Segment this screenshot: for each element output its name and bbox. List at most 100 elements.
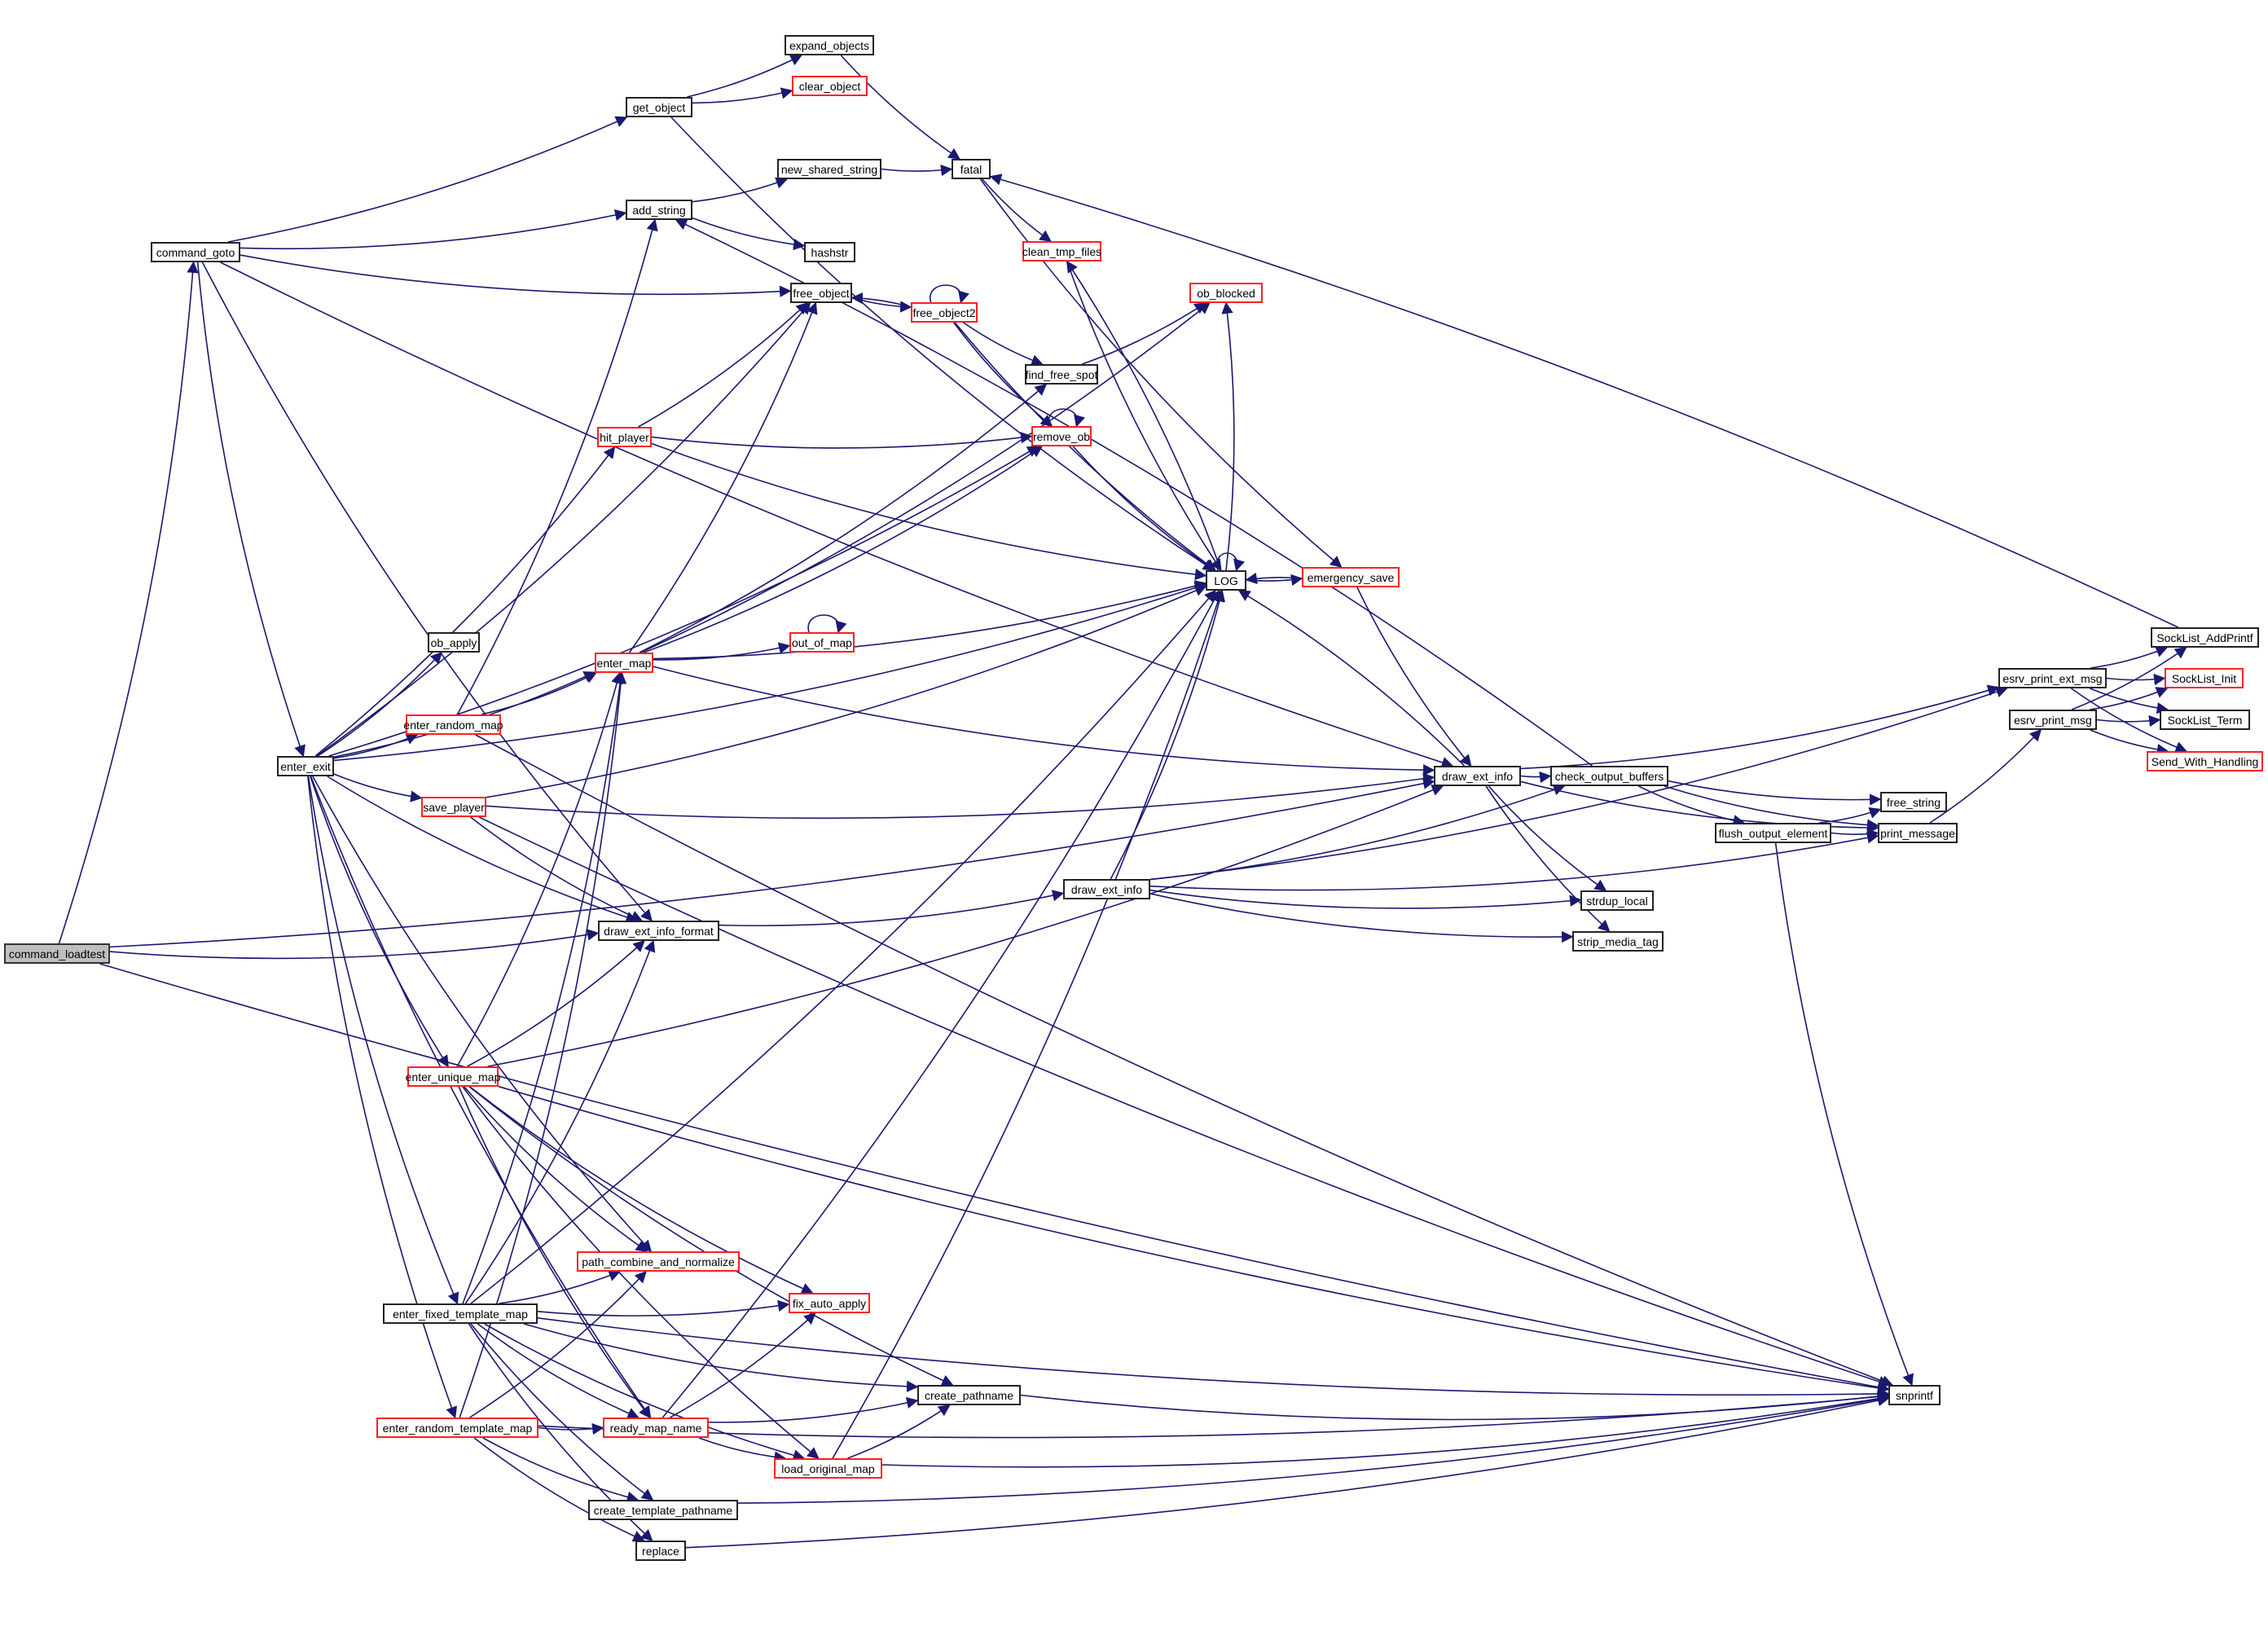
node-expand-objects[interactable]: expand_objects xyxy=(785,35,874,55)
edge-log-to-clean-tmp-files xyxy=(1066,260,1222,571)
edge-save-player-to-draw-ext-info xyxy=(486,772,1435,820)
node-print-message[interactable]: print_message xyxy=(1878,823,1958,843)
edge-ready-map-name-to-load-original-map xyxy=(698,1437,787,1463)
node-strdup-local[interactable]: strdup_local xyxy=(1580,890,1654,911)
edge-free-object-to-free-object2 xyxy=(851,297,912,313)
edge-print-message-to-esrv-print-msg xyxy=(1929,728,2042,824)
edge-enter-exit-to-enter-fixed-template-map xyxy=(307,776,459,1305)
node-enter-random-map[interactable]: enter_random_map xyxy=(403,714,503,735)
edge-enter-fixed-template-map-to-create-template-pathname xyxy=(470,1323,654,1501)
edge-check-output-buffers-to-flush-output-element xyxy=(1638,785,1746,827)
node-enter-fixed-template-map[interactable]: enter_fixed_template_map xyxy=(383,1303,538,1324)
edge-enter-exit-to-log xyxy=(333,582,1207,762)
edge-enter-unique-map-to-fix-auto-apply xyxy=(469,1086,814,1295)
edge-command-loadtest-to-command-goto xyxy=(58,261,199,944)
edge-enter-exit-to-enter-unique-map xyxy=(310,776,449,1068)
edge-find-free-spot-to-ob-blocked xyxy=(1081,302,1207,365)
edge-save-player-to-log xyxy=(486,585,1207,798)
node-ob-blocked[interactable]: ob_blocked xyxy=(1189,283,1263,303)
edge-draw-ext-info-to-check-output-buffers xyxy=(1520,771,1552,784)
node-send-with-handling[interactable]: Send_With_Handling xyxy=(2147,751,2263,771)
edge-get-object-to-log xyxy=(670,116,1215,571)
node-log[interactable]: LOG xyxy=(1206,570,1246,591)
node-replace[interactable]: replace xyxy=(635,1541,686,1561)
node-emergency-save[interactable]: emergency_save xyxy=(1302,567,1400,587)
node-ob-apply[interactable]: ob_apply xyxy=(428,632,480,653)
node-ready-map-name[interactable]: ready_map_name xyxy=(603,1418,709,1438)
edge-load-original-map-to-snprintf xyxy=(881,1392,1890,1468)
node-socklist-addprintf[interactable]: SockList_AddPrintf xyxy=(2151,627,2259,648)
edge-flush-output-element-to-print-message xyxy=(1831,828,1879,841)
node-esrv-print-ext-msg[interactable]: esrv_print_ext_msg xyxy=(1998,668,2107,688)
node-snprintf[interactable]: snprintf xyxy=(1888,1385,1941,1405)
edge-remove-ob-to-remove-ob xyxy=(1048,408,1085,428)
edge-enter-unique-map-to-ready-map-name xyxy=(458,1086,651,1419)
node-hit-player[interactable]: hit_player xyxy=(597,427,652,447)
edge-load-original-map-to-create-pathname xyxy=(847,1404,951,1459)
node-fatal[interactable]: fatal xyxy=(952,159,991,179)
edge-log-to-ob-blocked xyxy=(1221,301,1235,571)
edge-enter-exit-to-hit-player xyxy=(314,446,616,757)
edge-free-object2-to-remove-ob xyxy=(953,322,1053,427)
edge-free-object2-to-free-object xyxy=(850,292,912,308)
node-enter-unique-map[interactable]: enter_unique_map xyxy=(406,1066,500,1087)
node-out-of-map[interactable]: out_of_map xyxy=(789,632,855,653)
edge-enter-random-template-map-to-create-template-pathname xyxy=(482,1437,640,1503)
node-enter-map[interactable]: enter_map xyxy=(595,653,653,673)
node-new-shared-string[interactable]: new_shared_string xyxy=(777,159,881,179)
edge-draw-ext-info-to-esrv-print-ext-msg xyxy=(1520,684,2000,770)
node-socklist-term[interactable]: SockList_Term xyxy=(2160,710,2250,730)
node-path-combine-and-normalize[interactable]: path_combine_and_normalize xyxy=(577,1251,740,1272)
node-draw-ext-info-format[interactable]: draw_ext_info_format xyxy=(598,921,719,941)
node-get-object[interactable]: get_object xyxy=(626,97,692,117)
node-hashstr[interactable]: hashstr xyxy=(804,242,855,262)
node-esrv-print-msg[interactable]: esrv_print_msg xyxy=(2009,710,2097,730)
node-draw-ext-info[interactable]: draw_ext_info xyxy=(1434,766,1521,786)
edge-enter-random-template-map-to-replace xyxy=(473,1437,645,1542)
node-free-string[interactable]: free_string xyxy=(1880,792,1947,812)
edge-enter-exit-to-ob-apply xyxy=(317,651,443,757)
node-strip-media-tag[interactable]: strip_media_tag xyxy=(1572,931,1664,952)
node-remove-ob[interactable]: remove_ob xyxy=(1031,426,1092,446)
edge-enter-exit-to-save-player xyxy=(333,773,423,802)
node-draw-ext-info-2[interactable]: draw_ext_info xyxy=(1063,879,1150,899)
node-find-free-spot[interactable]: find_free_spot xyxy=(1025,364,1098,385)
edge-enter-fixed-template-map-to-snprintf xyxy=(537,1317,1890,1400)
node-clear-object[interactable]: clear_object xyxy=(792,76,868,96)
edge-enter-fixed-template-map-to-path-combine-and-normalize xyxy=(499,1270,621,1304)
edge-enter-unique-map-to-draw-ext-info xyxy=(487,785,1444,1067)
edge-draw-ext-info-format-to-draw-ext-info-2 xyxy=(719,890,1065,927)
node-socklist-init[interactable]: SockList_Init xyxy=(2165,668,2244,688)
node-create-pathname[interactable]: create_pathname xyxy=(917,1385,1021,1405)
node-clean-tmp-files[interactable]: clean_tmp_files xyxy=(1022,241,1101,262)
edge-save-player-to-draw-ext-info-format xyxy=(470,816,644,922)
node-load-original-map[interactable]: load_original_map xyxy=(774,1458,882,1479)
node-add-string[interactable]: add_string xyxy=(626,200,692,220)
edge-load-original-map-to-log xyxy=(832,589,1224,1459)
node-save-player[interactable]: save_player xyxy=(421,797,486,817)
node-enter-exit[interactable]: enter_exit xyxy=(277,756,334,776)
edge-create-template-pathname-to-snprintf xyxy=(737,1393,1890,1504)
node-free-object2[interactable]: free_object2 xyxy=(911,302,978,323)
edge-enter-map-to-find-free-spot xyxy=(639,384,1048,653)
node-enter-random-template-map[interactable]: enter_random_template_map xyxy=(376,1418,538,1438)
edge-esrv-print-msg-to-socklist-addprintf xyxy=(2071,647,2187,710)
node-command-goto[interactable]: command_goto xyxy=(151,242,240,262)
node-flush-output-element[interactable]: flush_output_element xyxy=(1715,823,1831,843)
node-free-object[interactable]: free_object xyxy=(790,283,852,303)
edge-flush-output-element-to-snprintf xyxy=(1774,842,1914,1387)
edge-enter-random-template-map-to-path-combine-and-normalize xyxy=(469,1270,647,1418)
edge-enter-map-to-ob-blocked xyxy=(640,302,1211,653)
edge-draw-ext-info-2-to-strip-media-tag xyxy=(1149,893,1574,943)
edge-enter-unique-map-to-snprintf xyxy=(498,1085,1890,1394)
node-create-template-pathname[interactable]: create_template_pathname xyxy=(588,1500,738,1520)
node-check-output-buffers[interactable]: check_output_buffers xyxy=(1550,766,1668,786)
edge-esrv-print-ext-msg-to-socklist-addprintf xyxy=(2090,646,2169,669)
edge-out-of-map-to-out-of-map xyxy=(807,614,847,634)
node-fix-auto-apply[interactable]: fix_auto_apply xyxy=(789,1293,870,1313)
edge-enter-fixed-template-map-to-fix-auto-apply xyxy=(537,1299,790,1317)
node-command-loadtest[interactable]: command_loadtest xyxy=(4,943,110,964)
edge-log-to-log xyxy=(1216,552,1245,572)
